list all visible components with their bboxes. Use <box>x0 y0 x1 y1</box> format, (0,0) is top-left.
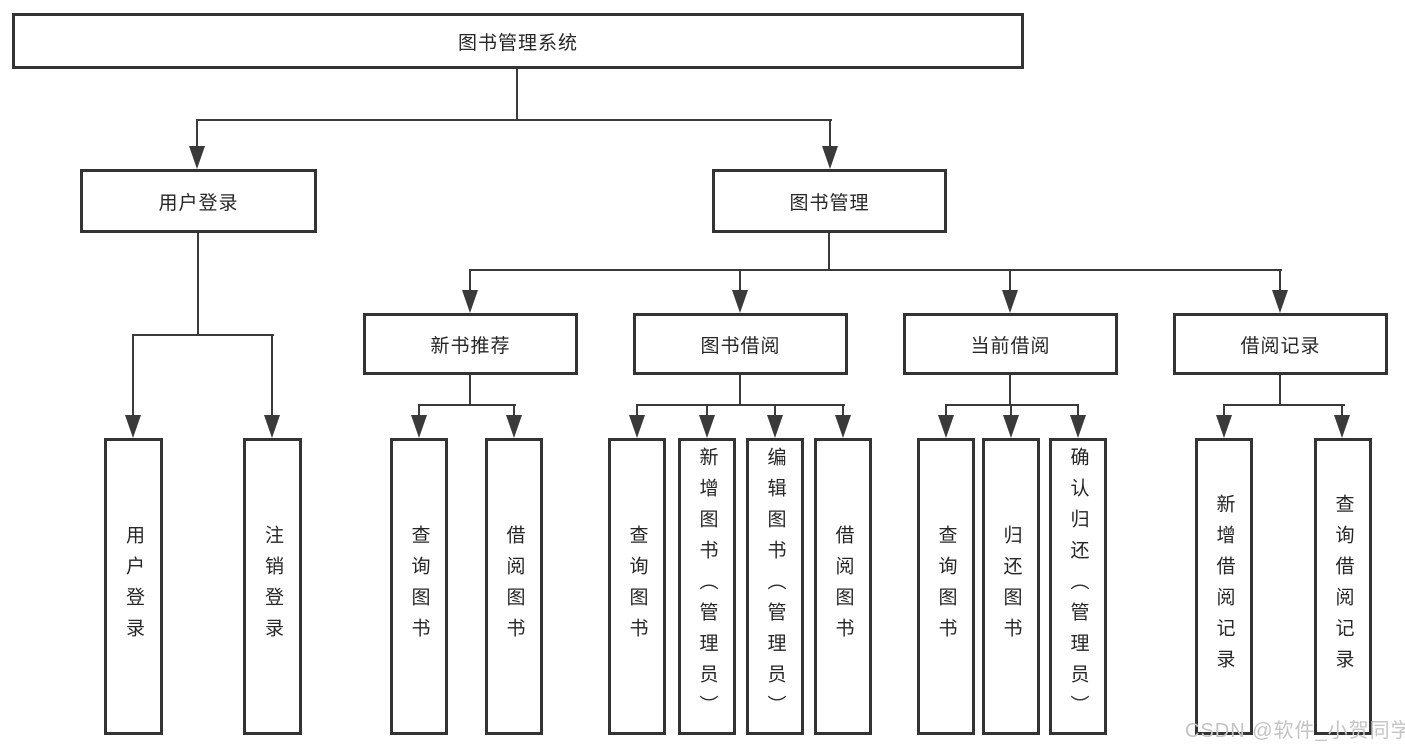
arrowhead-bb-borrow <box>835 415 851 438</box>
connector-drop-book-mgmt <box>829 121 831 147</box>
connector-book-borrow-rail <box>636 404 845 406</box>
connector-drop-nb-borrow <box>513 406 515 415</box>
leaf-logout-label: 注销登录 <box>262 524 283 649</box>
leaf-bb-add-book-admin: 新增图书（管理员） <box>678 438 736 735</box>
arrowhead-new-book <box>462 290 478 313</box>
leaf-bb-borrow-book: 借阅图书 <box>814 438 872 735</box>
leaf-bb-add-book-admin-label: 新增图书（管理员） <box>696 447 718 726</box>
node-root-label: 图书管理系统 <box>457 32 578 54</box>
connector-root-stem <box>516 69 518 121</box>
connector-root-rail <box>196 119 832 121</box>
connector-drop-bb-query <box>636 406 638 415</box>
leaf-bb-borrow-book-label: 借阅图书 <box>832 524 854 649</box>
node-new-book: 新书推荐 <box>363 313 578 375</box>
node-current-borrow: 当前借阅 <box>903 313 1118 375</box>
leaf-nb-borrow-book-label: 借阅图书 <box>503 524 525 649</box>
connector-current-borrow-rail <box>945 404 1079 406</box>
leaf-bb-edit-book-admin: 编辑图书（管理员） <box>746 438 804 735</box>
arrowhead-borrow-records <box>1272 290 1288 313</box>
arrowhead-bb-edit <box>767 415 783 438</box>
connector-drop-current-borrow <box>1009 271 1011 290</box>
node-book-borrow-label: 图书借阅 <box>700 335 781 357</box>
leaf-cb-return-book: 归还图书 <box>982 438 1040 735</box>
connector-drop-nb-query <box>418 406 420 415</box>
leaf-cb-confirm-return-admin-label: 确认归还（管理员） <box>1067 447 1089 726</box>
connector-drop-cb-confirm <box>1077 406 1079 415</box>
node-root: 图书管理系统 <box>12 13 1024 69</box>
connector-drop-bb-borrow <box>842 406 844 415</box>
connector-drop-book-borrow <box>739 271 741 290</box>
leaf-bb-edit-book-admin-label: 编辑图书（管理员） <box>764 447 786 726</box>
connector-drop-br-query <box>1341 406 1343 415</box>
arrowhead-cb-return <box>1003 415 1019 438</box>
arrowhead-bb-add <box>699 415 715 438</box>
arrowhead-current-borrow <box>1002 290 1018 313</box>
leaf-br-add-record-label: 新增借阅记录 <box>1213 493 1235 680</box>
leaf-cb-query-book: 查询图书 <box>917 438 975 735</box>
connector-drop-logout <box>271 336 273 415</box>
arrowhead-cb-confirm <box>1070 415 1086 438</box>
leaf-user-login: 用户登录 <box>104 438 163 735</box>
connector-drop-cb-return <box>1010 406 1012 415</box>
arrowhead-logout <box>264 415 280 438</box>
connector-drop-cb-query <box>945 406 947 415</box>
arrowhead-book-mgmt <box>822 146 838 169</box>
arrowhead-br-add <box>1216 415 1232 438</box>
node-current-borrow-label: 当前借阅 <box>970 335 1051 357</box>
leaf-cb-confirm-return-admin: 确认归还（管理员） <box>1049 438 1107 735</box>
connector-drop-new-book <box>469 271 471 290</box>
connector-drop-borrow-records <box>1279 271 1281 290</box>
node-borrow-records-label: 借阅记录 <box>1240 335 1321 357</box>
connector-book-borrow-stem <box>739 375 741 406</box>
connector-book-mgmt-stem <box>828 233 830 271</box>
node-borrow-records: 借阅记录 <box>1173 313 1388 375</box>
arrowhead-br-query <box>1334 415 1350 438</box>
connector-borrow-records-rail <box>1223 404 1345 406</box>
leaf-cb-return-book-label: 归还图书 <box>1000 524 1022 649</box>
connector-drop-login <box>132 336 134 415</box>
leaf-bb-query-book: 查询图书 <box>608 438 666 735</box>
leaf-cb-query-book-label: 查询图书 <box>935 524 957 649</box>
arrowhead-login <box>125 415 141 438</box>
node-book-mgmt-label: 图书管理 <box>789 192 870 214</box>
connector-drop-bb-edit <box>774 406 776 415</box>
connector-user-login-stem <box>197 233 199 336</box>
connector-drop-bb-add <box>706 406 708 415</box>
leaf-logout: 注销登录 <box>243 438 302 735</box>
leaf-user-login-label: 用户登录 <box>123 524 144 649</box>
arrowhead-nb-borrow <box>506 415 522 438</box>
node-user-login-label: 用户登录 <box>158 192 239 214</box>
node-book-mgmt: 图书管理 <box>712 169 947 233</box>
connector-new-book-rail <box>418 404 516 406</box>
watermark: CSDN @软件_小贺同学 <box>1185 720 1405 742</box>
node-user-login: 用户登录 <box>80 169 317 233</box>
leaf-br-query-record: 查询借阅记录 <box>1314 438 1372 735</box>
leaf-bb-query-book-label: 查询图书 <box>626 524 648 649</box>
leaf-nb-borrow-book: 借阅图书 <box>485 438 543 735</box>
connector-user-login-rail <box>132 334 274 336</box>
arrowhead-user-login <box>189 146 205 169</box>
connector-book-mgmt-rail <box>469 269 1282 271</box>
connector-new-book-stem <box>469 375 471 406</box>
arrowhead-cb-query <box>938 415 954 438</box>
connector-drop-user-login <box>196 121 198 147</box>
arrowhead-bb-query <box>629 415 645 438</box>
leaf-nb-query-book: 查询图书 <box>390 438 448 735</box>
connector-drop-br-add <box>1223 406 1225 415</box>
arrowhead-nb-query <box>411 415 427 438</box>
leaf-br-query-record-label: 查询借阅记录 <box>1332 493 1354 680</box>
node-book-borrow: 图书借阅 <box>633 313 848 375</box>
connector-current-borrow-stem <box>1009 375 1011 406</box>
connector-borrow-records-stem <box>1279 375 1281 406</box>
node-new-book-label: 新书推荐 <box>430 335 511 357</box>
leaf-nb-query-book-label: 查询图书 <box>408 524 430 649</box>
arrowhead-book-borrow <box>732 290 748 313</box>
leaf-br-add-record: 新增借阅记录 <box>1195 438 1253 735</box>
